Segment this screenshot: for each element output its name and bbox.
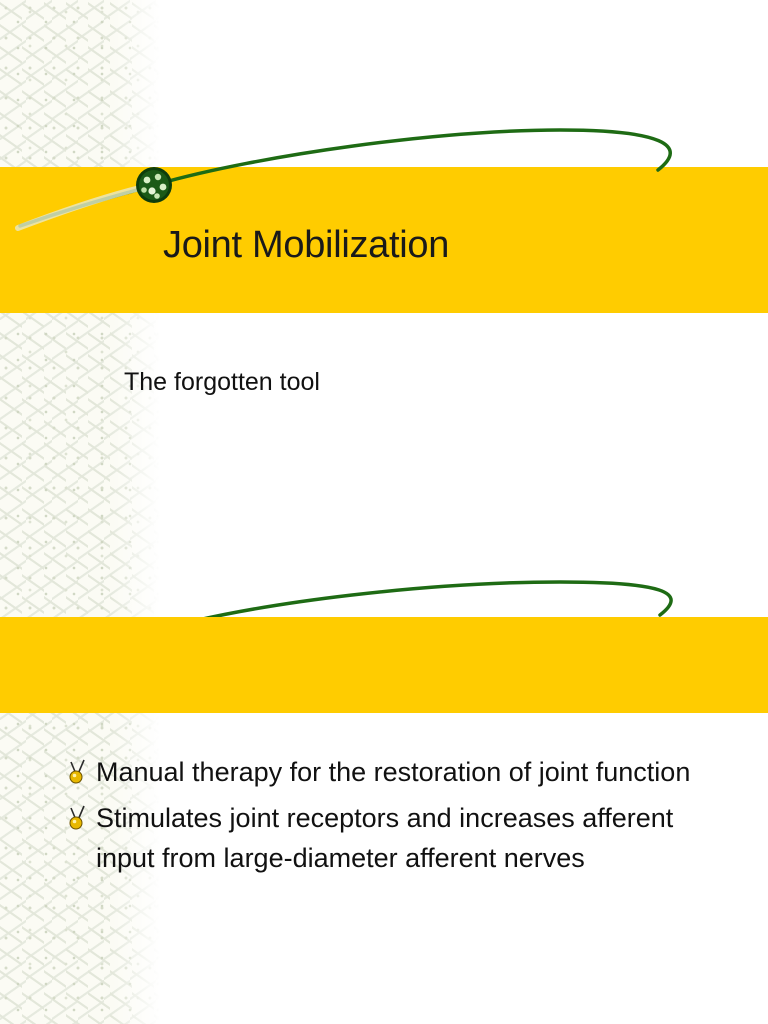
yellow-dot-pin-icon: [69, 805, 85, 830]
list-item: Stimulates joint receptors and increases…: [60, 798, 720, 878]
list-item: Manual therapy for the restoration of jo…: [60, 752, 720, 792]
slide-subtitle: The forgotten tool: [124, 368, 320, 396]
yellow-dot-pin-icon: [69, 759, 85, 784]
bullet-list: Manual therapy for the restoration of jo…: [60, 752, 720, 884]
bullet-text: Manual therapy for the restoration of jo…: [96, 757, 691, 787]
bullet-text: Stimulates joint receptors and increases…: [96, 803, 674, 873]
header-band: [0, 617, 768, 713]
slide-title: Joint Mobilization: [163, 224, 450, 266]
